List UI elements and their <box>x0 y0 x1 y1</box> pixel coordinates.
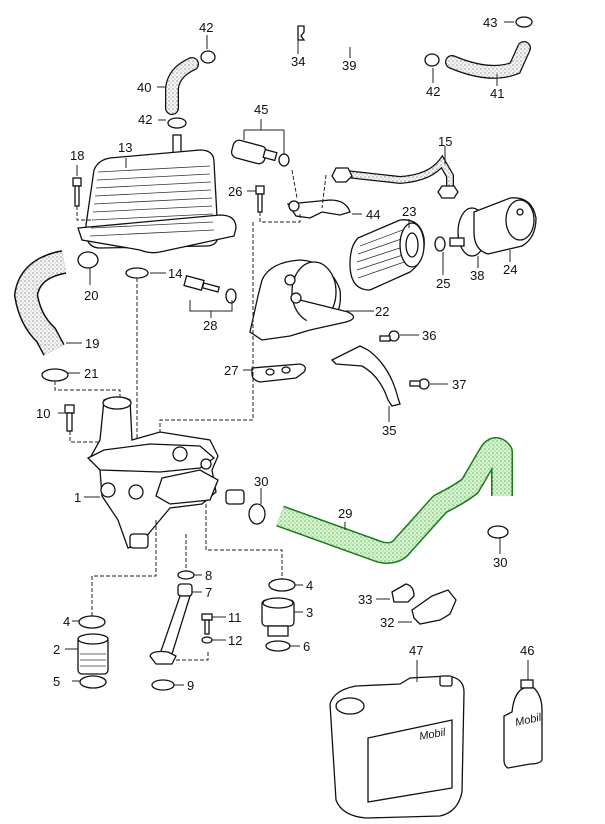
hose-29[interactable] <box>276 437 513 564</box>
label-34[interactable]: 34 <box>291 54 305 69</box>
label-37[interactable]: 37 <box>452 377 466 392</box>
washer-12[interactable] <box>201 636 213 644</box>
label-32[interactable]: 32 <box>380 615 394 630</box>
fitting-2[interactable] <box>77 633 109 675</box>
o-ring-25[interactable] <box>434 236 446 252</box>
hose-40[interactable] <box>165 57 199 115</box>
label-4[interactable]: 4 <box>306 578 313 593</box>
label-30[interactable]: 30 <box>254 474 268 489</box>
label-18[interactable]: 18 <box>70 148 84 163</box>
label-41[interactable]: 41 <box>490 86 504 101</box>
label-47[interactable]: 47 <box>409 643 423 658</box>
label-19[interactable]: 19 <box>85 336 99 351</box>
label-5[interactable]: 5 <box>53 674 60 689</box>
label-42[interactable]: 42 <box>426 84 440 99</box>
bolt-11[interactable] <box>201 613 213 635</box>
label-39[interactable]: 39 <box>342 58 356 73</box>
clamp-43[interactable] <box>515 16 533 28</box>
label-25[interactable]: 25 <box>436 276 450 291</box>
label-23[interactable]: 23 <box>402 204 416 219</box>
fitting-44[interactable] <box>286 199 351 219</box>
clamp-42-top-right[interactable] <box>424 53 440 67</box>
label-42[interactable]: 42 <box>199 20 213 35</box>
label-45[interactable]: 45 <box>254 102 268 117</box>
label-36[interactable]: 36 <box>422 328 436 343</box>
oil-filter-housing-1[interactable] <box>86 396 245 549</box>
label-42[interactable]: 42 <box>138 112 152 127</box>
label-22[interactable]: 22 <box>375 304 389 319</box>
clamp-20[interactable] <box>77 251 99 269</box>
label-20[interactable]: 20 <box>84 288 98 303</box>
label-29[interactable]: 29 <box>338 506 352 521</box>
o-ring-5[interactable] <box>79 675 107 689</box>
label-26[interactable]: 26 <box>228 184 242 199</box>
clip-32[interactable] <box>411 589 457 625</box>
pipe-7[interactable] <box>149 583 193 665</box>
o-ring-6[interactable] <box>265 640 291 652</box>
label-33[interactable]: 33 <box>358 592 372 607</box>
clamp-42-top-left[interactable] <box>200 50 216 64</box>
o-ring-4-left[interactable] <box>78 615 106 629</box>
filter-housing-22[interactable] <box>249 259 355 341</box>
o-ring-4-right[interactable] <box>268 578 296 592</box>
oil-cooler-13[interactable] <box>77 134 237 254</box>
bolt-26[interactable] <box>255 185 265 213</box>
label-35[interactable]: 35 <box>382 423 396 438</box>
o-ring-8[interactable] <box>177 570 195 580</box>
oil-line-15[interactable] <box>331 154 459 199</box>
o-ring-9[interactable] <box>151 679 175 691</box>
bottle-brand: Mobil <box>514 712 543 729</box>
label-2[interactable]: 2 <box>53 642 60 657</box>
clamp-30-left[interactable] <box>248 503 266 525</box>
sensor-28[interactable] <box>183 275 237 304</box>
label-14[interactable]: 14 <box>168 266 182 281</box>
label-13[interactable]: 13 <box>118 140 132 155</box>
label-8[interactable]: 8 <box>205 568 212 583</box>
label-40[interactable]: 40 <box>137 80 151 95</box>
label-38[interactable]: 38 <box>470 268 484 283</box>
hose-41[interactable] <box>445 41 531 79</box>
bolt-18[interactable] <box>72 177 82 207</box>
canister-brand: Mobil <box>418 726 447 742</box>
o-ring-14[interactable] <box>125 267 149 279</box>
bolt-10[interactable] <box>64 404 75 432</box>
label-46[interactable]: 46 <box>520 643 534 658</box>
part-labels: 42 40 34 39 42 41 43 42 45 13 15 18 26 4… <box>36 15 534 693</box>
label-30[interactable]: 30 <box>493 555 507 570</box>
filter-element-23[interactable] <box>349 219 425 291</box>
label-6[interactable]: 6 <box>303 639 310 654</box>
bolt-37[interactable] <box>409 378 430 390</box>
clamp-42-cooler[interactable] <box>167 117 187 129</box>
label-43[interactable]: 43 <box>483 15 497 30</box>
clip-33[interactable] <box>391 583 415 603</box>
bolt-36[interactable] <box>379 330 400 342</box>
gasket-27[interactable] <box>251 363 306 383</box>
label-21[interactable]: 21 <box>84 366 98 381</box>
label-7[interactable]: 7 <box>205 585 212 600</box>
hose-19[interactable] <box>13 250 67 356</box>
filter-cap-24[interactable] <box>449 197 537 255</box>
label-12[interactable]: 12 <box>228 633 242 648</box>
label-15[interactable]: 15 <box>438 134 452 149</box>
label-1[interactable]: 1 <box>74 490 81 505</box>
label-11[interactable]: 11 <box>228 610 242 625</box>
label-10[interactable]: 10 <box>36 406 50 421</box>
label-9[interactable]: 9 <box>187 678 194 693</box>
clamp-21[interactable] <box>41 368 69 382</box>
label-27[interactable]: 27 <box>224 363 238 378</box>
leader-lines <box>58 21 529 686</box>
oil-bottle-46[interactable]: Mobil <box>503 679 543 769</box>
label-24[interactable]: 24 <box>503 262 517 277</box>
label-4[interactable]: 4 <box>63 614 70 629</box>
breather-pipe-39[interactable] <box>221 6 429 60</box>
label-44[interactable]: 44 <box>366 207 380 222</box>
fitting-3[interactable] <box>261 597 295 637</box>
clamp-30-right[interactable] <box>487 525 509 539</box>
oil-canister-47[interactable]: Mobil <box>329 675 465 819</box>
clip-34[interactable] <box>297 25 306 41</box>
valve-45[interactable] <box>230 139 290 167</box>
label-28[interactable]: 28 <box>203 318 217 333</box>
bracket-35[interactable] <box>330 345 401 407</box>
label-3[interactable]: 3 <box>306 605 313 620</box>
